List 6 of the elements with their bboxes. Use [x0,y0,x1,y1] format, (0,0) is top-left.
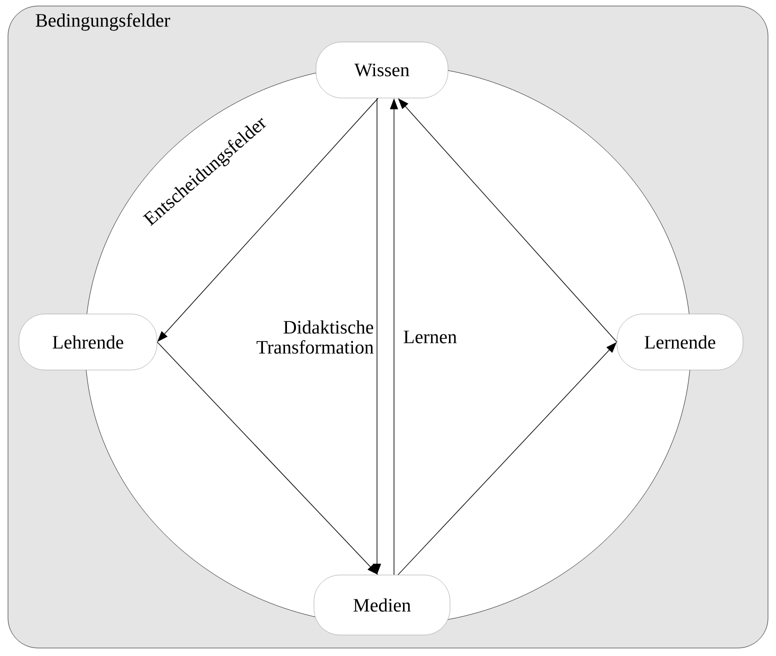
rounded-box: Medien [314,574,450,636]
rounded-box: Lernende [616,314,744,370]
rounded-box: Lehrende [18,314,158,370]
edge-label: Didaktische Transformation [244,319,375,355]
rounded-box: Wissen [316,42,448,98]
edge-label: Lernen [402,330,458,344]
